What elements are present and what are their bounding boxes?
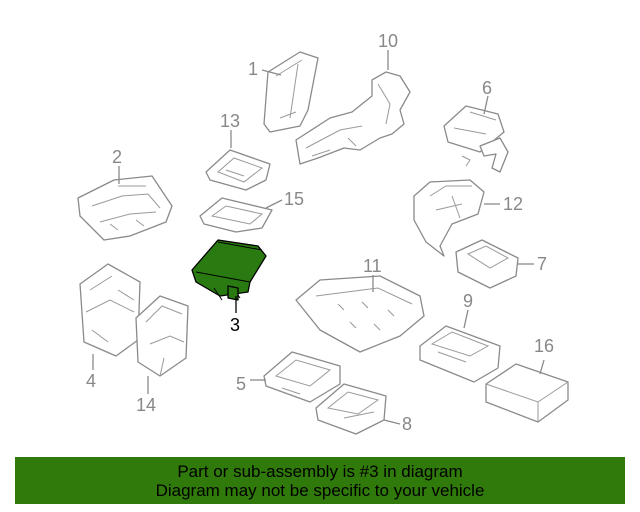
- part-14-bracket[interactable]: [135, 295, 189, 377]
- part-16-box[interactable]: [485, 363, 569, 423]
- part-11-panel[interactable]: [295, 275, 425, 353]
- callout-16[interactable]: 16: [534, 336, 554, 356]
- part-16-leader: [539, 359, 545, 375]
- part-4-junction-box[interactable]: [79, 263, 141, 357]
- callout-1[interactable]: 1: [248, 59, 258, 79]
- callout-11[interactable]: 11: [363, 256, 382, 276]
- part-1-bracket[interactable]: [263, 51, 319, 133]
- part-3-module-highlighted[interactable]: [191, 239, 267, 301]
- part-9-leader: [463, 309, 469, 329]
- callout-4[interactable]: 4: [86, 371, 96, 391]
- callout-15[interactable]: 15: [284, 189, 304, 209]
- callout-6[interactable]: 6: [482, 78, 492, 98]
- part-1-leader: [261, 69, 282, 76]
- part-8-leader: [383, 419, 401, 425]
- callout-2[interactable]: 2: [112, 147, 122, 167]
- callout-3[interactable]: 3: [230, 315, 240, 335]
- callout-12[interactable]: 12: [503, 194, 523, 214]
- part-10-frame[interactable]: [295, 71, 411, 165]
- part-7-module[interactable]: [455, 239, 519, 289]
- info-banner: Part or sub-assembly is #3 in diagram Di…: [15, 457, 625, 504]
- parts-diagram: 1 10 6 13 15 2 12: [77, 31, 569, 435]
- callout-5[interactable]: 5: [236, 374, 246, 394]
- part-5-module[interactable]: [263, 351, 341, 403]
- callout-8[interactable]: 8: [402, 414, 412, 434]
- part-6-module[interactable]: [443, 105, 509, 173]
- banner-line-1: Part or sub-assembly is #3 in diagram: [177, 461, 463, 481]
- part-2-housing[interactable]: [77, 175, 173, 241]
- callout-9[interactable]: 9: [463, 291, 473, 311]
- part-15-pad[interactable]: [199, 197, 273, 233]
- part-15-leader: [265, 199, 283, 209]
- part-13-tray[interactable]: [205, 149, 271, 191]
- callout-13[interactable]: 13: [220, 111, 240, 131]
- part-6-leader: [483, 95, 489, 115]
- callout-10[interactable]: 10: [378, 31, 398, 51]
- callout-7[interactable]: 7: [537, 254, 547, 274]
- banner-line-2: Diagram may not be specific to your vehi…: [155, 480, 485, 500]
- part-9-module[interactable]: [419, 325, 501, 383]
- callout-14[interactable]: 14: [136, 395, 156, 415]
- part-12-housing[interactable]: [413, 179, 485, 257]
